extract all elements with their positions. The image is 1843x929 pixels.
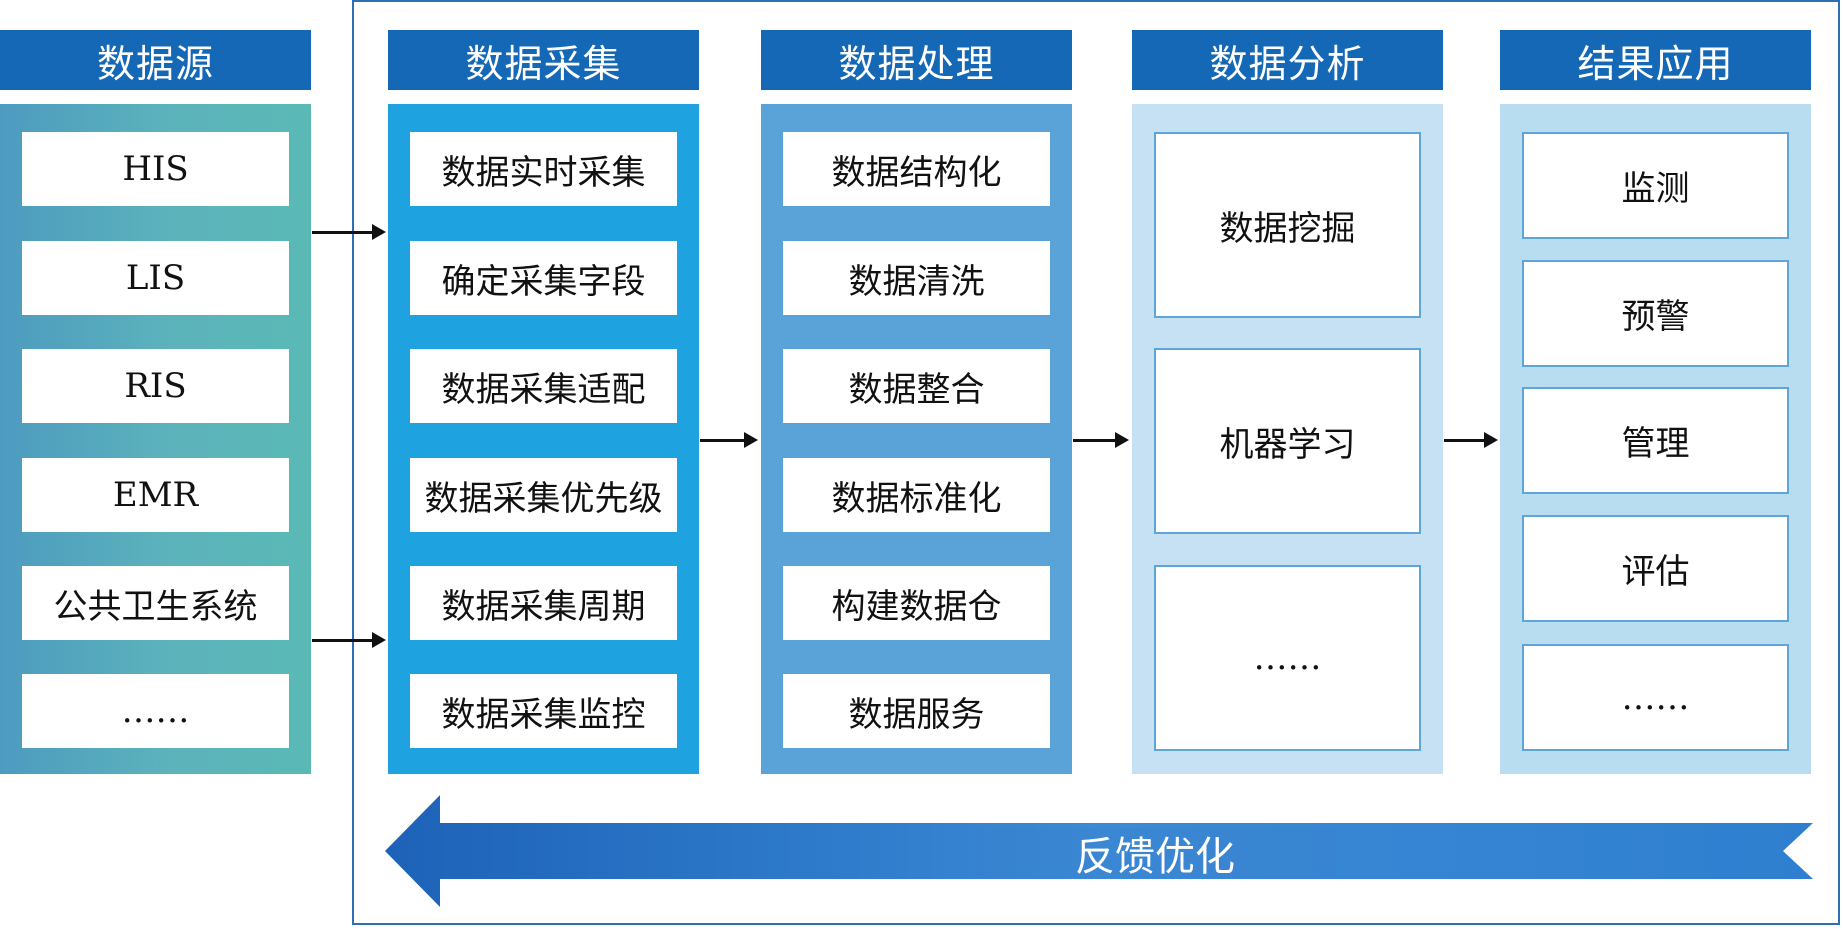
process-item-clean: 数据清洗 xyxy=(783,241,1050,315)
arrow-analysis-to-application xyxy=(1444,432,1498,448)
collect-item-priority: 数据采集优先级 xyxy=(410,458,677,532)
collect-item-fields: 确定采集字段 xyxy=(410,241,677,315)
column-panel: 监测 预警 管理 评估 …… xyxy=(1500,104,1811,774)
source-item-public-health: 公共卫生系统 xyxy=(22,566,289,640)
column-panel: HIS LIS RIS EMR 公共卫生系统 …… xyxy=(0,104,311,774)
column-header: 数据源 xyxy=(0,30,311,90)
column-data-collection: 数据采集 数据实时采集 确定采集字段 数据采集适配 数据采集优先级 数据采集周期… xyxy=(388,30,699,775)
column-panel: 数据结构化 数据清洗 数据整合 数据标准化 构建数据仓 数据服务 xyxy=(761,104,1072,774)
app-item-monitor: 监测 xyxy=(1522,132,1789,239)
analysis-item-more: …… xyxy=(1154,565,1421,751)
process-item-integrate: 数据整合 xyxy=(783,349,1050,423)
app-item-manage: 管理 xyxy=(1522,387,1789,494)
arrow-process-to-analysis xyxy=(1073,432,1129,448)
analysis-item-ml: 机器学习 xyxy=(1154,348,1421,534)
arrow-collect-to-process xyxy=(700,432,758,448)
arrow-source-to-collect-lower xyxy=(312,632,386,648)
app-item-evaluate: 评估 xyxy=(1522,515,1789,622)
process-item-standardize: 数据标准化 xyxy=(783,458,1050,532)
collect-item-monitor: 数据采集监控 xyxy=(410,674,677,748)
process-item-structure: 数据结构化 xyxy=(783,132,1050,206)
column-panel: 数据实时采集 确定采集字段 数据采集适配 数据采集优先级 数据采集周期 数据采集… xyxy=(388,104,699,774)
source-item-more: …… xyxy=(22,674,289,748)
source-item-his: HIS xyxy=(22,132,289,206)
collect-item-adapt: 数据采集适配 xyxy=(410,349,677,423)
pipeline-frame xyxy=(352,0,1840,925)
process-item-warehouse: 构建数据仓 xyxy=(783,566,1050,640)
analysis-item-mining: 数据挖掘 xyxy=(1154,132,1421,318)
source-item-ris: RIS xyxy=(22,349,289,423)
column-header: 结果应用 xyxy=(1500,30,1811,90)
process-item-service: 数据服务 xyxy=(783,674,1050,748)
app-item-more: …… xyxy=(1522,644,1789,751)
column-header: 数据分析 xyxy=(1132,30,1443,90)
column-panel: 数据挖掘 机器学习 …… xyxy=(1132,104,1443,774)
collect-item-cycle: 数据采集周期 xyxy=(410,566,677,640)
column-header: 数据处理 xyxy=(761,30,1072,90)
feedback-label: 反馈优化 xyxy=(975,828,1335,880)
feedback-arrow xyxy=(385,795,1813,907)
column-data-analysis: 数据分析 数据挖掘 机器学习 …… xyxy=(1132,30,1443,775)
column-result-application: 结果应用 监测 预警 管理 评估 …… xyxy=(1500,30,1811,775)
column-data-processing: 数据处理 数据结构化 数据清洗 数据整合 数据标准化 构建数据仓 数据服务 xyxy=(761,30,1072,775)
column-header: 数据采集 xyxy=(388,30,699,90)
source-item-lis: LIS xyxy=(22,241,289,315)
source-item-emr: EMR xyxy=(22,458,289,532)
column-data-source: 数据源 HIS LIS RIS EMR 公共卫生系统 …… xyxy=(0,30,311,775)
app-item-warning: 预警 xyxy=(1522,260,1789,367)
collect-item-realtime: 数据实时采集 xyxy=(410,132,677,206)
arrow-source-to-collect-upper xyxy=(312,224,386,240)
